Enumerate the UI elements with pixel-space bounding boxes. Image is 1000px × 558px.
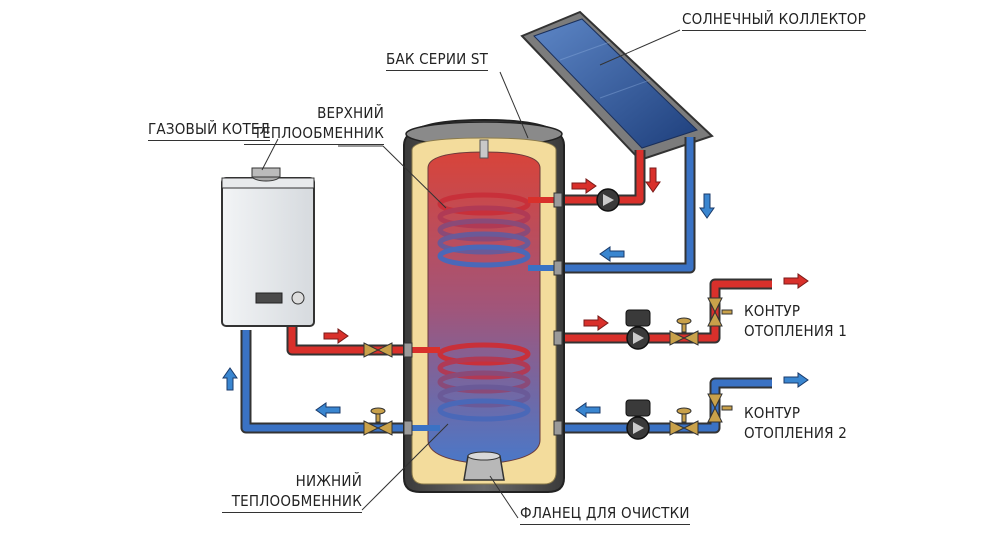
gas-boiler — [221, 167, 315, 327]
leader-lines — [261, 29, 681, 519]
lower-exchanger-label-line2: ТЕПЛООБМЕННИК — [222, 492, 362, 513]
heating-circuit-1-label-line2: ОТОПЛЕНИЯ 1 — [744, 322, 847, 340]
valves — [363, 297, 733, 436]
storage-tank — [403, 118, 565, 493]
cleaning-flange-label: ФЛАНЕЦ ДЛЯ ОЧИСТКИ — [520, 504, 690, 525]
circuit-2-valve-a — [669, 407, 699, 436]
heating-circuit-2-label-line1: КОНТУР — [744, 404, 801, 422]
solar-pump — [596, 188, 620, 212]
gas-boiler-label: ГАЗОВЫЙ КОТЕЛ — [148, 120, 270, 141]
heating-circuit-2-pipe — [555, 379, 772, 432]
circuit-1-valve-b — [707, 297, 733, 327]
circuit-1-valve-a — [669, 317, 699, 346]
upper-exchanger-label-line1: ВЕРХНИЙ — [317, 104, 384, 122]
boiler-supply-valve — [363, 342, 393, 358]
circuit-2-valve-b — [707, 393, 733, 423]
solar-collector — [520, 10, 714, 162]
upper-exchanger-label-line2: ТЕПЛООБМЕННИК — [244, 124, 384, 145]
cleaning-flange — [463, 451, 505, 481]
solar-hot-pipe — [555, 150, 646, 206]
heating-circuit-1-label-line1: КОНТУР — [744, 302, 801, 320]
tank-fittings — [403, 192, 563, 436]
lower-exchanger-label-line1: НИЖНИЙ — [295, 472, 362, 490]
flow-arrows — [222, 167, 809, 418]
heating-circuit-1-pipe — [555, 280, 772, 342]
lower-heat-exchanger — [412, 342, 531, 431]
solar-collector-label: СОЛНЕЧНЫЙ КОЛЛЕКТОР — [682, 10, 866, 31]
upper-heat-exchanger — [437, 192, 556, 271]
boiler-return-pipe — [242, 330, 420, 432]
heating-circuit-2-label-line2: ОТОПЛЕНИЯ 2 — [744, 424, 847, 442]
heating-circuit-1-pump — [625, 309, 651, 350]
boiler-return-valve — [363, 407, 393, 436]
heating-circuit-2-pump — [625, 399, 651, 440]
tank-series-label: БАК СЕРИИ ST — [386, 50, 489, 71]
